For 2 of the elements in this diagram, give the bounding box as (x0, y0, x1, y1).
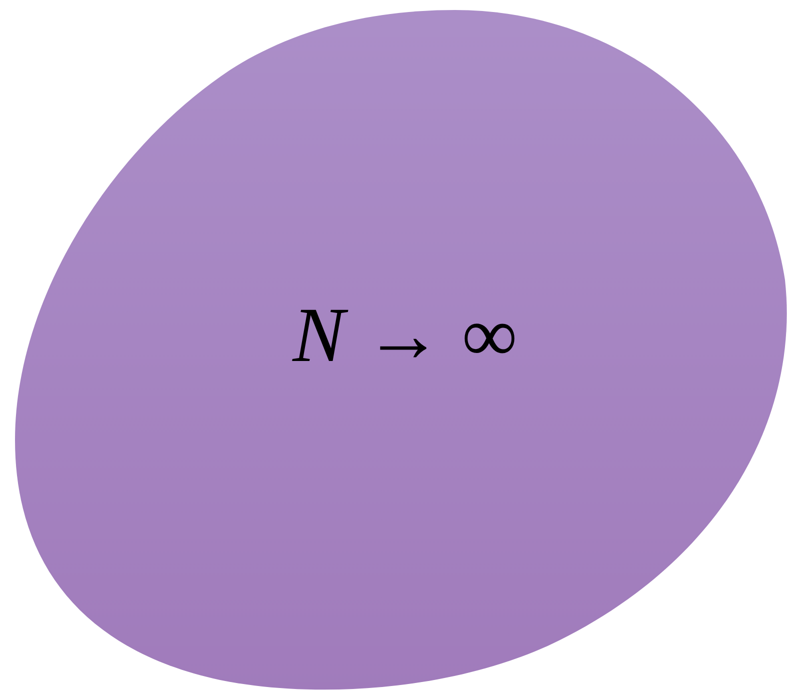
blob-shape (15, 10, 787, 690)
math-expression: N → ∞ (292, 296, 518, 374)
